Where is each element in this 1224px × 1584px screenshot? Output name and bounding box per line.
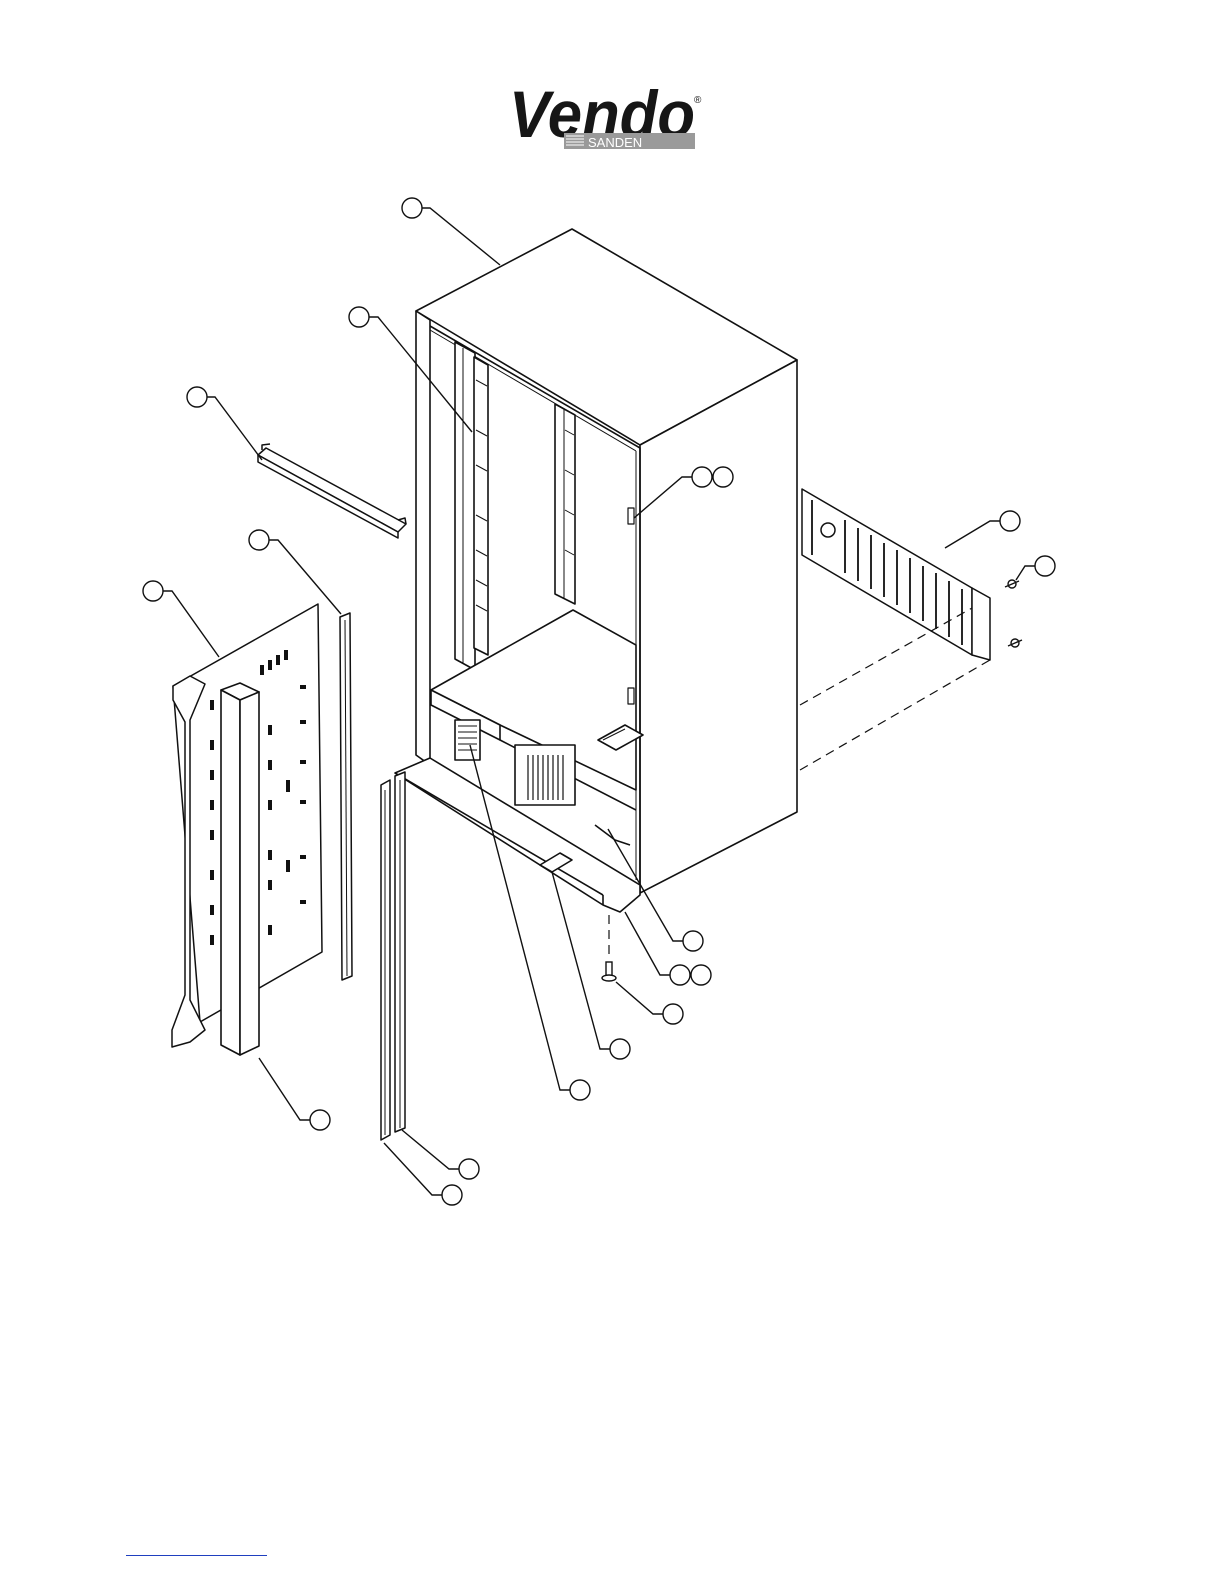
grille-screw: [1005, 580, 1022, 647]
inner-bracket: [595, 825, 630, 845]
rear-grille: [802, 489, 990, 660]
callout-door-rail: [249, 530, 341, 614]
leveling-leg: [602, 962, 616, 981]
sanden-wordmark: SANDEN: [588, 135, 642, 150]
compressor-mount: [515, 745, 575, 805]
top-bracket: [258, 444, 406, 538]
registered-mark: ®: [694, 95, 702, 106]
callout-cabinet: [402, 198, 500, 265]
door-channel: [221, 683, 259, 1055]
footer-link-rule[interactable]: [126, 1555, 267, 1556]
callout-front-rail-right: [402, 1130, 479, 1179]
callout-inner-panel: [143, 581, 219, 657]
front-rail-left: [381, 780, 390, 1140]
callout-top-bracket: [187, 387, 262, 460]
cabinet-right-side: [640, 360, 797, 893]
front-rail-right: [395, 772, 405, 1132]
vendo-sanden-logo: Vendo ® SANDEN: [509, 77, 702, 151]
door-rail: [340, 613, 352, 980]
cabinet-side-rail: [455, 342, 475, 670]
callout-door-channel: [259, 1058, 330, 1130]
callout-front-rail-left: [384, 1143, 462, 1205]
cabinet: [395, 229, 797, 912]
callout-leveling-leg: [616, 982, 683, 1024]
callout-grille-screw: [1016, 556, 1055, 580]
callout-grille: [945, 511, 1020, 548]
